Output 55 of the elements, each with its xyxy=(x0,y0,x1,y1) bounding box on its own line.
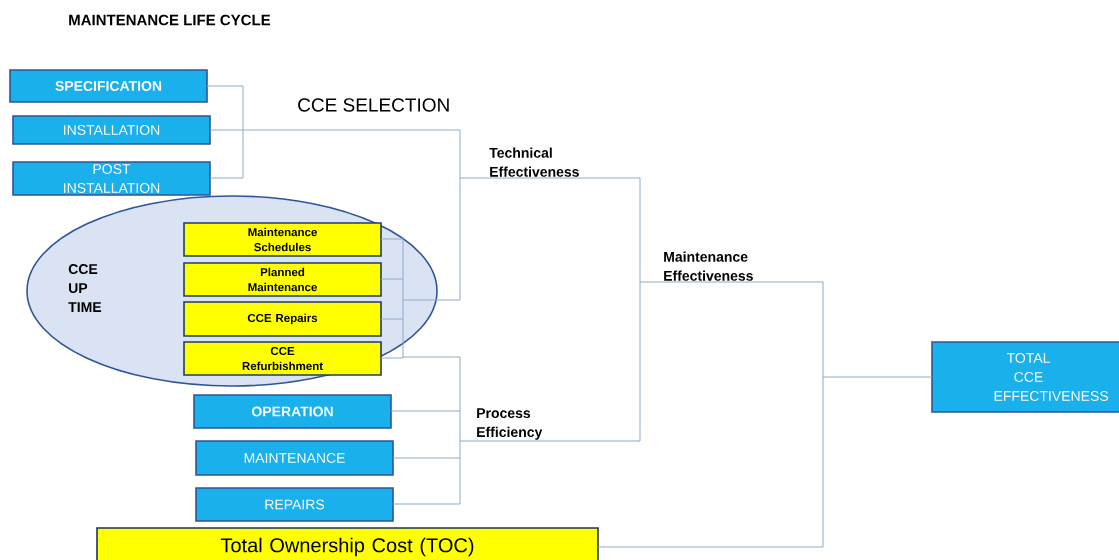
branch-label: Maintenance Effectiveness xyxy=(664,251,753,281)
connector-line xyxy=(459,440,461,459)
connector-line xyxy=(402,356,461,358)
connector-line xyxy=(639,177,641,283)
connector-line xyxy=(597,546,824,548)
connector-line xyxy=(822,281,824,378)
connector-line xyxy=(402,318,404,358)
connector-line xyxy=(380,238,404,240)
connector-line xyxy=(822,376,933,378)
connector-line xyxy=(242,129,244,179)
ellipse-label: CCE UP TIME xyxy=(68,264,102,312)
cost-box: Total Ownership Cost (TOC) xyxy=(96,527,599,560)
connector-line xyxy=(639,281,663,283)
connector-line xyxy=(402,299,404,320)
connector-line xyxy=(380,318,404,320)
process-box: INSTALLATION xyxy=(12,115,211,145)
process-box: SPECIFICATION xyxy=(9,69,208,103)
process-box: TOTAL CCE EFFECTIVENESS xyxy=(931,341,1119,413)
activity-box: Maintenance Schedules xyxy=(183,222,382,257)
connector-line xyxy=(402,278,404,301)
connector-line xyxy=(380,357,404,359)
connector-line xyxy=(206,85,244,87)
connector-line xyxy=(392,457,461,459)
connector-line xyxy=(392,503,461,505)
activity-box: CCE Repairs xyxy=(183,301,382,337)
connector-line xyxy=(639,281,641,442)
connector-line xyxy=(661,281,824,283)
connector-line xyxy=(459,457,461,505)
process-box: REPAIRS xyxy=(195,487,394,522)
activity-box: Planned Maintenance xyxy=(183,262,382,297)
connector-line xyxy=(487,177,641,179)
connector-line xyxy=(402,299,461,301)
connector-line xyxy=(459,177,461,301)
branch-label: Process Efficiency xyxy=(477,408,543,440)
connector-line xyxy=(459,177,489,179)
process-box: OPERATION xyxy=(193,394,392,429)
activity-box: CCE Refurbishment xyxy=(183,341,382,376)
connector-line xyxy=(209,129,244,131)
connector-line xyxy=(459,356,461,412)
process-box: MAINTENANCE xyxy=(195,440,394,476)
connector-line xyxy=(402,238,404,280)
connector-line xyxy=(209,177,244,179)
branch-label: Technical Effectiveness xyxy=(489,147,579,177)
connector-line xyxy=(459,129,461,179)
connector-line xyxy=(459,440,476,442)
process-box: POST INSTALLATION xyxy=(12,161,211,196)
title: MAINTENANCE LIFE CYCLE xyxy=(69,14,271,26)
connector-line xyxy=(459,410,461,442)
section-label: CCE SELECTION xyxy=(298,98,449,112)
connector-line xyxy=(474,440,641,442)
connector-line xyxy=(242,85,244,131)
connector-line xyxy=(380,278,404,280)
connector-line xyxy=(822,376,824,548)
connector-line xyxy=(390,410,461,412)
connector-line xyxy=(242,129,461,131)
